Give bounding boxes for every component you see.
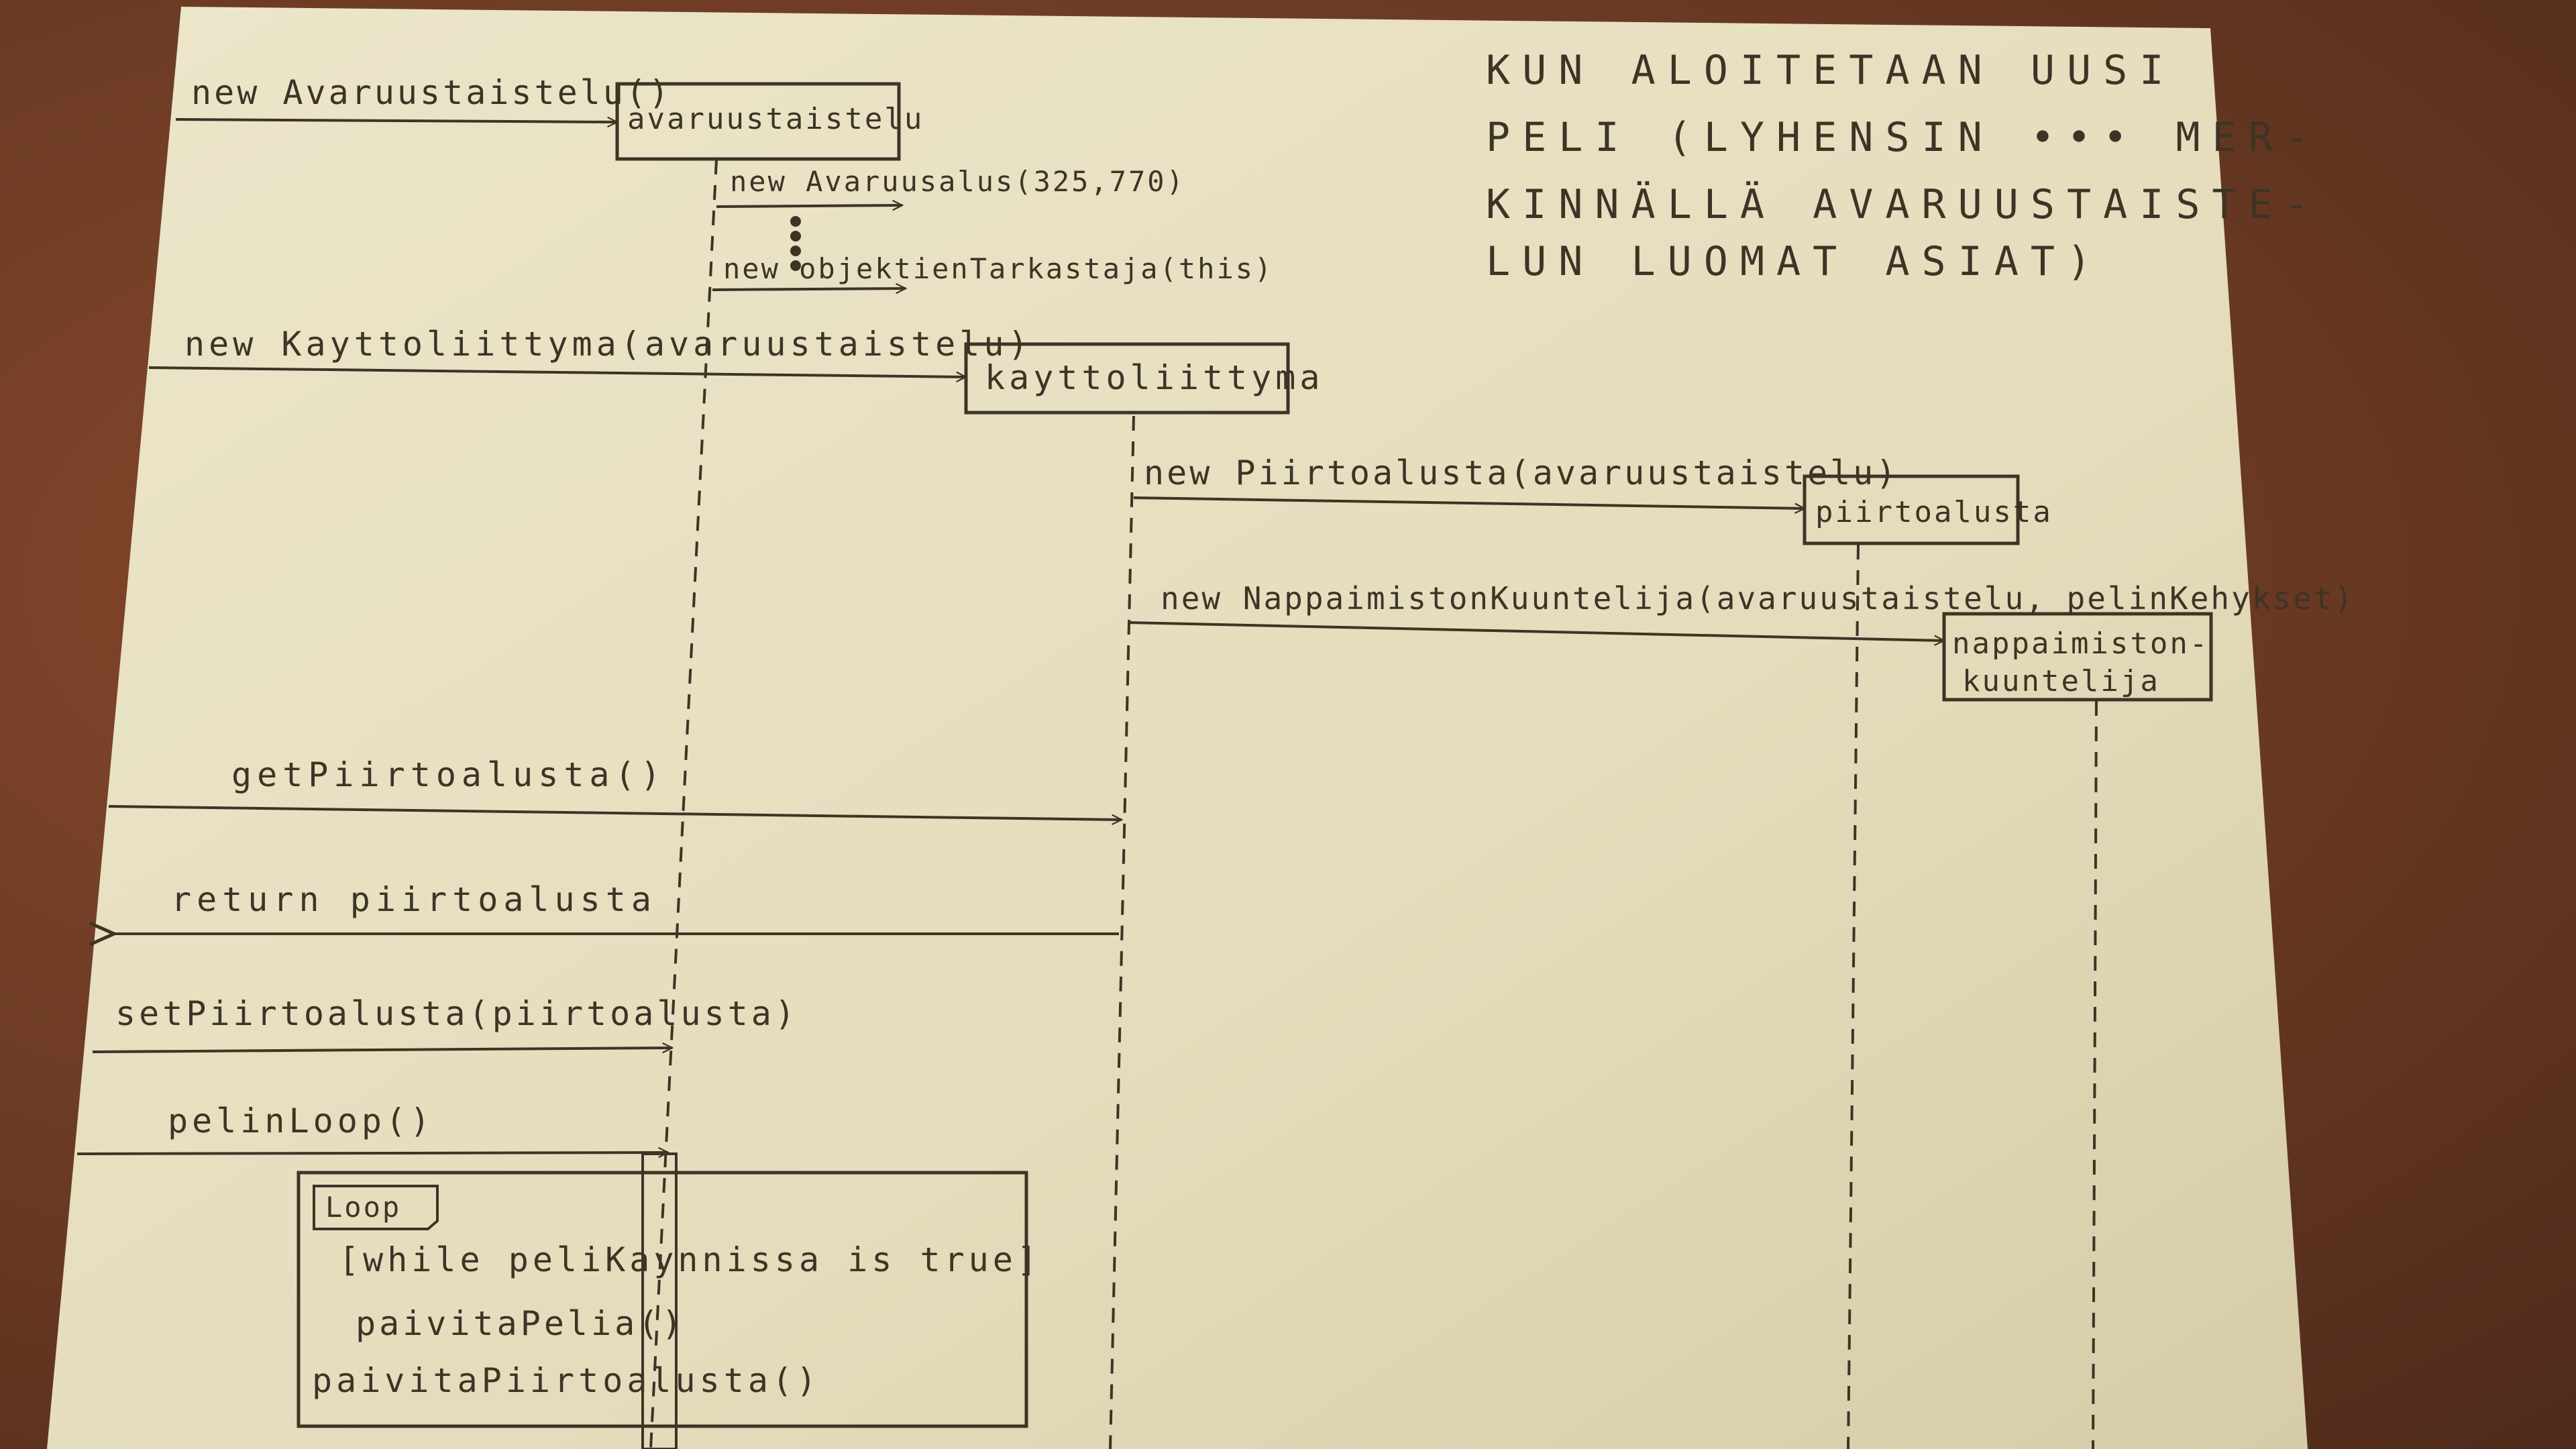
- message-m9-label: setPiirtoalusta(piirtoalusta): [115, 994, 798, 1033]
- participant-kayttoliittyma-label: kayttoliittyma: [985, 358, 1324, 397]
- loop-tag-box: [313, 1185, 439, 1230]
- arrow-m6: [1128, 621, 1944, 641]
- message-m10-label: pelinLoop(): [168, 1102, 434, 1140]
- note-line-3: KINNÄLLÄ AVARUUSTAISTE-: [1486, 180, 2321, 228]
- message-m4-label: new Kayttoliittyma(avaruustaistelu): [184, 325, 1032, 364]
- loop-frame: [297, 1171, 1028, 1428]
- participant-piirtoalusta-label: piirtoalusta: [1815, 495, 2053, 529]
- note-line-4: LUN LUOMAT ASIAT): [1486, 238, 2103, 285]
- participant-avaruustaistelu-label: avaruustaistelu: [627, 102, 924, 136]
- ellipsis-dots: [790, 216, 801, 271]
- arrow-m2: [716, 205, 902, 207]
- participant-nappaimistonkuuntelija-box: [1942, 612, 2213, 702]
- lifeline-kayttoliittyma: [1109, 415, 1135, 1449]
- loop-call-1: paivitaPelia(): [356, 1304, 685, 1343]
- loop-guard: [while peliKaynnissa is true]: [339, 1240, 1041, 1279]
- message-m1-label: new Avaruustaistelu(): [191, 73, 672, 112]
- message-m6-label: new NappaimistonKuuntelija(avaruustaiste…: [1161, 580, 2355, 616]
- note-line-2: PELI (LYHENSIN ••• MER-: [1486, 114, 2321, 161]
- activation-bar: [641, 1152, 678, 1449]
- participant-nappaimistonkuuntelija-label-2: kuuntelija: [1962, 664, 2160, 698]
- note-line-1: KUN ALOITETAAN UUSI: [1486, 47, 2176, 94]
- loop-call-2: paivitaPiirtoalusta(): [312, 1361, 820, 1400]
- message-m8-label: return piirtoalusta: [171, 880, 657, 919]
- diagram-note: KUN ALOITETAAN UUSI PELI (LYHENSIN ••• M…: [1486, 47, 2321, 285]
- lifeline-nappaimistonkuuntelija: [2092, 700, 2098, 1449]
- arrow-m3: [712, 288, 906, 290]
- lifeline-piirtoalusta: [1847, 544, 1860, 1449]
- arrow-m1: [175, 119, 617, 122]
- message-m5-label: new Piirtoalusta(avaruustaistelu): [1144, 453, 1898, 492]
- loop-fragment: Loop [while peliKaynnissa is true] paivi…: [297, 1171, 1041, 1428]
- arrow-m10: [76, 1152, 668, 1154]
- message-m3-label: new objektienTarkastaja(this): [723, 252, 1273, 285]
- arrow-m5: [1133, 496, 1805, 508]
- participant-nappaimistonkuuntelija-label-1: nappaimiston-: [1952, 627, 2209, 661]
- arrow-m4: [148, 366, 966, 377]
- arrow-m7: [108, 805, 1122, 820]
- message-m2-label: new Avaruusalus(325,770): [730, 165, 1185, 198]
- message-m7-label: getPiirtoalusta(): [231, 755, 666, 794]
- loop-tag: Loop: [325, 1191, 401, 1224]
- arrow-m9: [92, 1048, 672, 1052]
